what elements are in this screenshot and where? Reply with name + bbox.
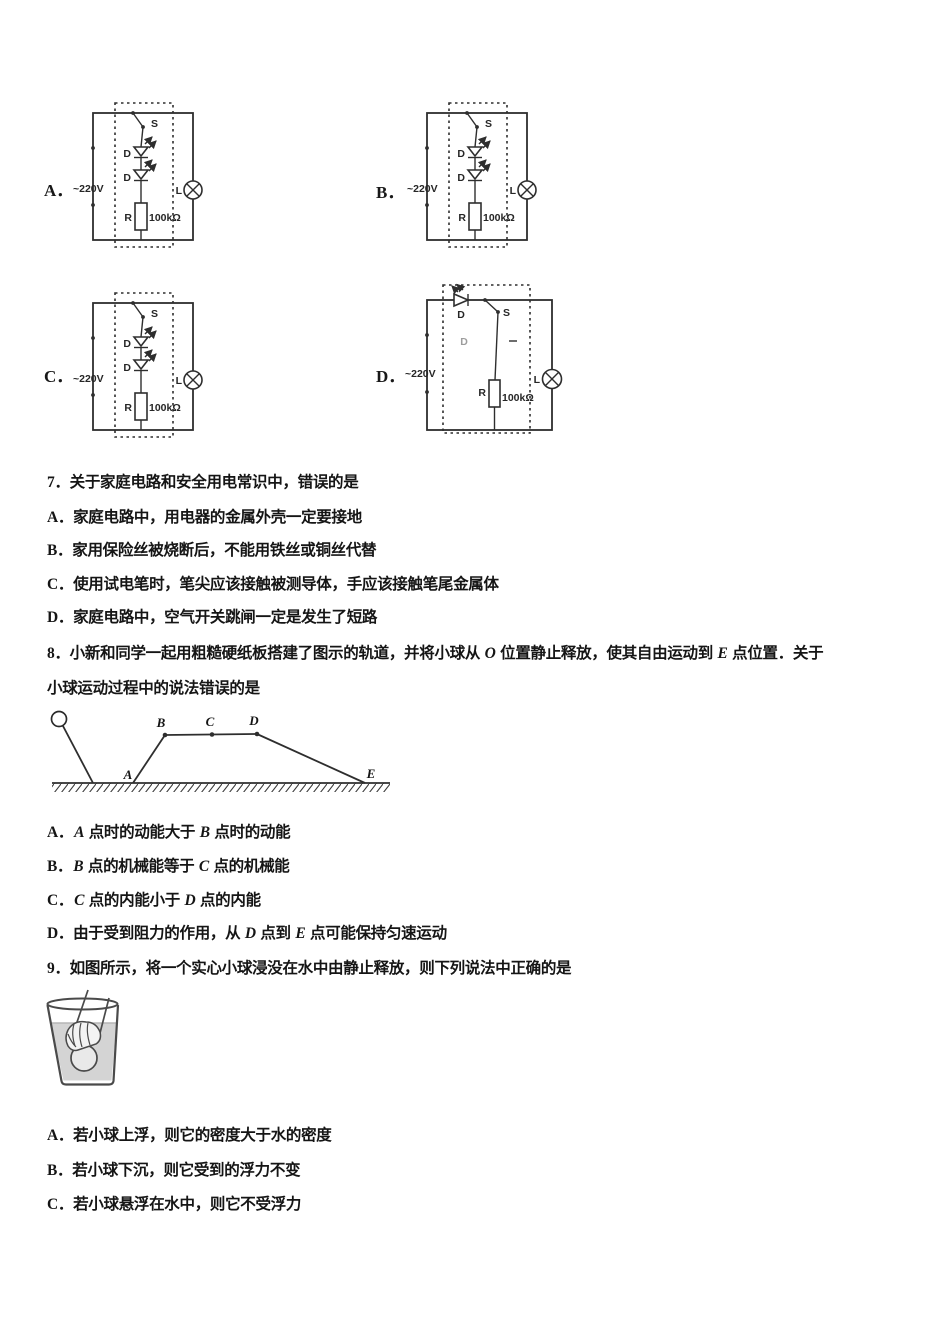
switch: S bbox=[131, 301, 158, 320]
q9-option-b: B．若小球下沉，则它受到的浮力不变 bbox=[47, 1162, 301, 1179]
q8-option-d: D．由于受到阻力的作用，从 D 点到 E 点可能保持匀速运动 bbox=[47, 925, 447, 942]
circuit-option-letter-d: D． bbox=[376, 367, 406, 386]
track-point-c: C bbox=[206, 714, 215, 729]
source-label: ~220V bbox=[405, 368, 436, 380]
circuit-diagram-c: ~220V S D D R 100kΩ bbox=[73, 292, 203, 438]
resistance-value: 100kΩ bbox=[502, 392, 534, 404]
resistance-value: 100kΩ bbox=[149, 212, 181, 224]
lamp-icon: L bbox=[176, 370, 203, 390]
hand-icon bbox=[65, 989, 110, 1052]
q7-stem: 7．关于家庭电路和安全用电常识中，错误的是 bbox=[47, 474, 359, 491]
lamp-label: L bbox=[176, 185, 183, 197]
glass bbox=[46, 997, 120, 1086]
diode-label: D bbox=[123, 338, 131, 350]
lamp-icon: L bbox=[510, 180, 537, 200]
lamp-label: L bbox=[176, 375, 183, 387]
q9-stem: 9．如图所示，将一个实心小球浸没在水中由静止释放，则下列说法中正确的是 bbox=[47, 960, 572, 977]
q7-option-a: A．家庭电路中，用电器的金属外壳一定要接地 bbox=[47, 509, 362, 526]
resistance-value: 100kΩ bbox=[483, 212, 515, 224]
track-point-d: D bbox=[248, 713, 259, 728]
lamp-icon: L bbox=[534, 368, 563, 390]
release-incline bbox=[62, 725, 94, 784]
switch-label: S bbox=[151, 118, 158, 130]
q8-option-a: A．A 点时的动能大于 B 点时的动能 bbox=[47, 824, 291, 841]
lamp-label: L bbox=[534, 374, 541, 386]
cup-diagram bbox=[46, 989, 120, 1086]
diode-label: D bbox=[123, 362, 131, 374]
ground-hatch bbox=[52, 783, 390, 792]
source-label: ~220V bbox=[73, 373, 104, 385]
led-icon: D bbox=[123, 349, 157, 374]
circuit-option-letter-c: C． bbox=[44, 367, 74, 386]
diode-label: D bbox=[123, 172, 131, 184]
incline-ab bbox=[132, 734, 166, 784]
resistor: R 100kΩ bbox=[458, 202, 515, 231]
diode-label: D bbox=[457, 309, 465, 321]
led-icon: D bbox=[123, 326, 157, 350]
resistor-label: R bbox=[458, 212, 466, 224]
q9-option-c: C．若小球悬浮在水中，则它不受浮力 bbox=[47, 1196, 302, 1213]
q7-option-c: C．使用试电笔时，笔尖应该接触被测导体，手应该接触笔尾金属体 bbox=[47, 576, 499, 593]
lamp-icon: L bbox=[176, 180, 203, 200]
source-label: ~220V bbox=[73, 183, 104, 195]
switch: S bbox=[465, 111, 492, 130]
q8-stem-line2: 小球运动过程中的说法错误的是 bbox=[47, 680, 260, 697]
resistor: R 100kΩ bbox=[124, 392, 181, 421]
resistor-label: R bbox=[124, 402, 132, 414]
source-label: ~220V bbox=[407, 183, 438, 195]
circuit-option-letter-b: B． bbox=[376, 183, 405, 202]
resistor-label: R bbox=[478, 387, 486, 399]
incline-de bbox=[256, 733, 366, 784]
led-icon: D bbox=[457, 136, 491, 160]
track-point-e: E bbox=[366, 766, 376, 781]
diode-icon: D bbox=[451, 283, 471, 321]
q7-option-b: B．家用保险丝被烧断后，不能用铁丝或铜丝代替 bbox=[47, 542, 377, 559]
diode-label: D bbox=[457, 148, 465, 160]
circuit-diagram-a: ~220V S D D R 100kΩ bbox=[73, 102, 203, 248]
circuit-option-letter-a: A． bbox=[44, 181, 74, 200]
switch-label: S bbox=[485, 118, 492, 130]
switch-label: S bbox=[151, 308, 158, 320]
diode-label: D bbox=[457, 172, 465, 184]
q8-stem-line1: 8．小新和同学一起用粗糙硬纸板搭建了图示的轨道，并将小球从 O 位置静止释放，使… bbox=[47, 645, 824, 662]
lamp-label: L bbox=[510, 185, 517, 197]
diode-label-faint: D bbox=[460, 336, 468, 348]
q9-option-a: A．若小球上浮，则它的密度大于水的密度 bbox=[47, 1127, 332, 1144]
circuit-diagram-b: ~220V S D D R 100kΩ bbox=[407, 102, 537, 248]
led-icon: D bbox=[123, 159, 157, 184]
switch: S bbox=[483, 298, 510, 319]
diode-label: D bbox=[123, 148, 131, 160]
switch-label: S bbox=[503, 307, 510, 319]
q7-option-d: D．家庭电路中，空气开关跳闸一定是发生了短路 bbox=[47, 609, 378, 626]
led-icon: D bbox=[457, 159, 491, 184]
switch: S bbox=[131, 111, 158, 130]
led-icon: D bbox=[123, 136, 157, 160]
dashed-box bbox=[114, 102, 174, 248]
circuit-loop bbox=[92, 112, 194, 241]
track-diagram: A B C D E bbox=[50, 710, 390, 792]
resistor-label: R bbox=[124, 212, 132, 224]
q8-option-b: B．B 点的机械能等于 C 点的机械能 bbox=[47, 858, 290, 875]
track-point-a: A bbox=[123, 767, 133, 782]
resistance-value: 100kΩ bbox=[149, 402, 181, 414]
resistor: R 100kΩ bbox=[478, 379, 534, 408]
track-point-b: B bbox=[156, 715, 166, 730]
ball-icon bbox=[50, 710, 68, 728]
circuit-diagram-d: ~220V D D S R 100kΩ L bbox=[405, 283, 563, 434]
q8-option-c: C．C 点的内能小于 D 点的内能 bbox=[47, 892, 261, 909]
